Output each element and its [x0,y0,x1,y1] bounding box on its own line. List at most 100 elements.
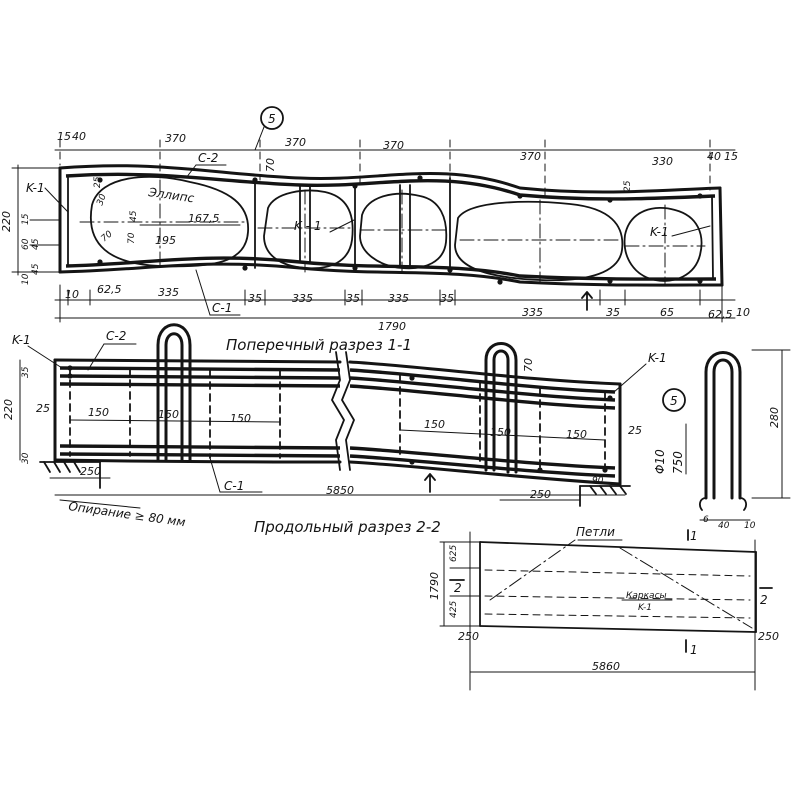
plan-edge-250-left: 250 [458,630,479,643]
dim-bottom-335-b: 335 [292,292,313,305]
ellipse-label: Эллипс [147,185,196,205]
cross-section-extension-lines [59,139,711,201]
long-leader-c1 [209,457,221,493]
dim-bottom-35-a: 35 [248,292,262,305]
label-c2: C-2 [198,151,218,165]
long-dim-25-right: 25 [628,424,642,437]
dim-ellipse-195: 195 [155,234,176,247]
long-dim-220: 220 [2,399,15,420]
break-line-left [331,351,345,471]
long-spacing-6: 150 [566,428,587,441]
plan-frame-lines [484,569,751,619]
long-spacing-4: 150 [424,418,445,431]
leader-c1 [195,269,211,316]
void-4 [454,200,624,282]
dim-ellipse-167-5: 167,5 [188,212,220,225]
plan-top-edge [479,541,757,553]
plan-section-1-top: 1 [690,529,698,543]
dim-bottom-35-c: 35 [440,292,454,305]
support-left [39,461,101,489]
long-spacing-2: 150 [158,408,179,421]
dim-bottom-62-5-right: 62,5 [708,308,733,321]
long-spacing-1: 150 [88,406,109,419]
left-ticks [11,167,61,273]
leader-c2 [185,164,197,179]
dim-top-330: 330 [652,155,673,168]
long-spacing-3: 150 [230,412,251,425]
long-label-c1: C-1 [224,479,244,493]
long-dim-35: 35 [21,366,31,378]
plan-view: Петли Каркасы K-1 1790 625 425 2 2 250 2… [428,525,779,691]
dim-left-15: 15 [21,213,31,225]
callout-circle-5 [260,106,284,130]
long-dim-30: 30 [21,452,31,464]
loop-rib-1 [299,184,311,263]
support-right [579,485,631,507]
loop-detail: 280 5 Φ10 750 6 40 10 [653,349,791,531]
dim-bottom-335-c: 335 [388,292,409,305]
long-rebar-bottom-1 [59,444,616,470]
long-leader-k1-right [613,363,647,393]
loop-rib-2 [399,184,411,267]
plan-width-1790: 1790 [428,572,441,600]
dim-inner-70-b: 70 [127,232,137,244]
dim-top-15-right: 15 [724,150,738,163]
dim-left-10: 10 [21,273,31,285]
long-leader-c2 [87,343,105,371]
plan-loops-label: Петли [576,525,615,539]
plan-section-mark-left: 2 [454,581,462,595]
dim-left-45: 45 [31,238,41,250]
loop-dim-40: 40 [718,521,730,531]
plan-diagonal-right [619,547,753,629]
lifting-loop-left [156,323,192,462]
section-arrow-1 [581,291,593,311]
dim-bottom-65: 65 [660,306,674,319]
long-support-right: 250 [530,488,551,501]
long-label-c2: C-2 [106,329,126,343]
dim-inner-30: 30 [95,193,108,207]
plan-section-mark-right: 2 [760,593,768,607]
plan-diagonal-left [489,539,576,601]
long-bottom-edge [53,458,622,486]
dim-overall-1790: 1790 [378,320,406,333]
dim-inner-25: 25 [93,176,103,188]
rebar-dots [97,175,703,285]
lifting-loop-right [484,342,518,474]
cross-section-1-1: 15 40 370 370 370 370 330 40 15 10 62,5 … [0,106,750,333]
dim-bottom-62-5: 62,5 [97,283,122,296]
label-k1-mid: K - 1 [294,219,321,233]
long-support-left: 250 [80,465,101,478]
loop-callout-5: 5 [670,394,678,408]
long-leader-k1-left [27,345,63,369]
leader-k1-left [44,187,69,213]
plan-section-1-bottom: 1 [690,643,698,657]
dim-inner-45: 45 [129,210,139,222]
long-spacing-lines [69,419,606,441]
dim-top-370-b: 370 [285,136,306,149]
bottom-ticks [59,284,723,323]
dim-bottom-35-b: 35 [346,292,360,305]
plan-dim-625: 625 [449,545,459,562]
loop-rebar-phi10: Φ10 [653,449,667,474]
stirrups [69,367,606,477]
plan-bottom-edge [479,625,757,633]
loop-detail-hooks [699,497,747,511]
long-rebar-top-2 [59,374,616,402]
label-k1-right: K-1 [650,225,669,239]
dim-top-40-right: 40 [707,150,721,163]
dim-top-40: 40 [72,130,86,143]
long-top-edge [53,358,622,386]
long-length-5850: 5850 [326,484,354,497]
dim-height-220: 220 [0,211,13,232]
longitudinal-section-2-2: Поперечный разрез 1-1 [2,323,667,536]
support-note: Опирание ≥ 80 мм [68,499,187,529]
void-ellipse-1 [90,175,249,268]
long-rebar-top-1 [59,366,616,394]
plan-dim-425: 425 [449,601,459,618]
dim-bottom-335-a: 335 [158,286,179,299]
dim-top-370-a: 370 [165,132,186,145]
support-note-underline [59,499,141,509]
dim-rib-70: 70 [264,158,277,172]
title-cross-section: Поперечный разрез 1-1 [226,336,412,354]
